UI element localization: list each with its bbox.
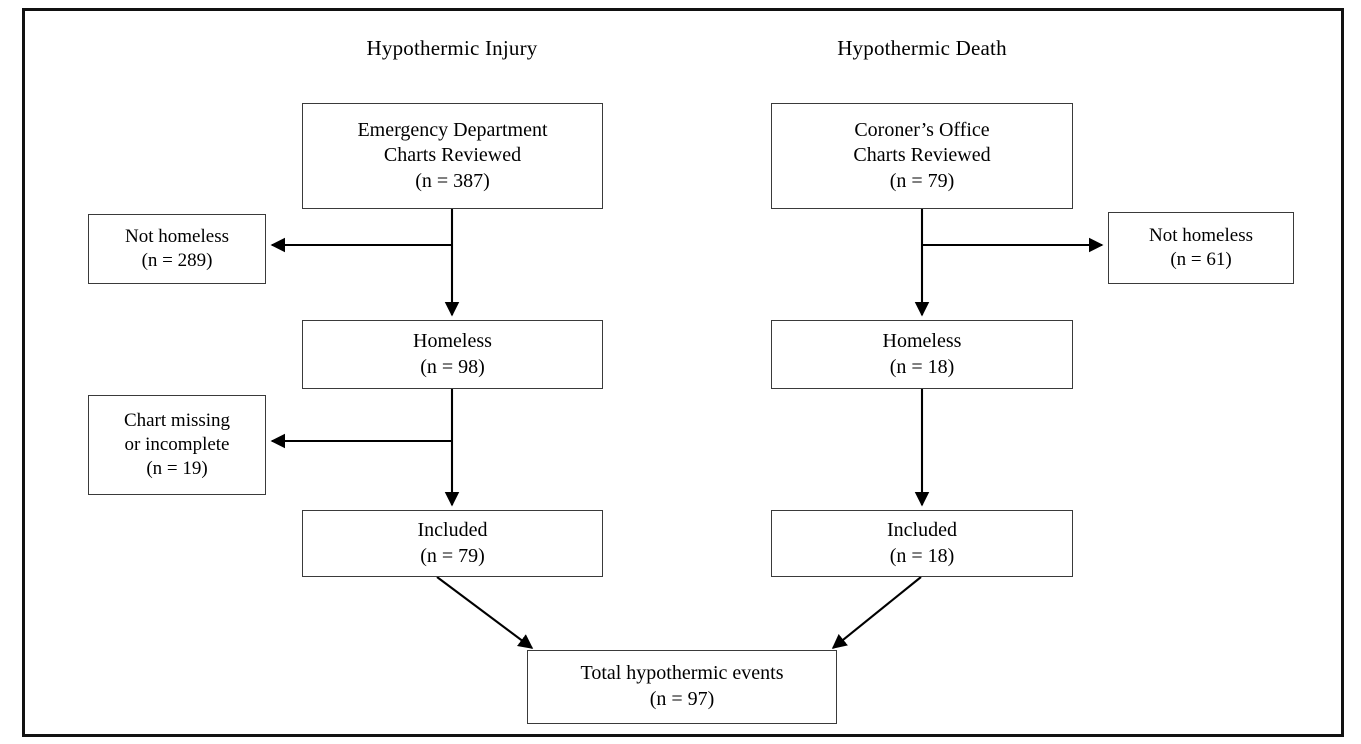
node-injury-homeless: Homeless (n = 98) [302,320,603,389]
column-title-injury: Hypothermic Injury [366,36,538,60]
node-injury-included: Included (n = 79) [302,510,603,577]
node-injury-excluded-1-count: (n = 289) [141,250,213,271]
node-total-label: Total hypothermic events [580,662,784,685]
node-injury-included-count: (n = 79) [420,544,485,567]
node-total-count: (n = 97) [649,688,715,710]
node-death-source-line1: Coroner’s Office [854,118,990,141]
connector-death-included-to-total [831,576,922,649]
node-injury-excluded-chart-missing: Chart missing or incomplete (n = 19) [88,395,266,495]
node-total-hypothermic-events: Total hypothermic events (n = 97) [527,650,837,724]
node-injury-homeless-count: (n = 98) [420,355,485,378]
node-death-included-count: (n = 18) [889,544,955,567]
node-death-included-label: Included [887,518,957,541]
node-injury-excluded-2-line1: Chart missing [123,409,231,431]
node-injury-included-label: Included [417,518,488,541]
node-injury-excluded-2-count: (n = 19) [146,458,208,480]
node-death-excluded-not-homeless: Not homeless (n = 61) [1108,212,1294,284]
node-injury-source-line2: Charts Reviewed [383,144,522,167]
node-injury-source-count: (n = 387) [415,169,490,192]
node-injury-homeless-label: Homeless [413,329,492,352]
node-injury-source-line1: Emergency Department [357,118,548,141]
node-death-source-line2: Charts Reviewed [853,144,991,167]
node-injury-excluded-1-label: Not homeless [125,225,229,247]
node-death-excluded-1-label: Not homeless [1149,224,1253,246]
node-death-source-count: (n = 79) [889,169,955,192]
node-injury-source: Emergency Department Charts Reviewed (n … [302,103,603,209]
column-title-death: Hypothermic Death [837,36,1007,60]
node-death-included: Included (n = 18) [771,510,1073,577]
node-death-source: Coroner’s Office Charts Reviewed (n = 79… [771,103,1073,209]
node-death-homeless-count: (n = 18) [889,355,955,378]
node-death-excluded-1-count: (n = 61) [1170,249,1232,270]
node-injury-excluded-not-homeless: Not homeless (n = 289) [88,214,266,284]
node-injury-excluded-2-line2: or incomplete [124,433,230,455]
node-death-homeless-label: Homeless [882,329,962,352]
connector-injury-included-to-total [436,576,534,649]
figure-outer-border [22,8,1344,737]
node-death-homeless: Homeless (n = 18) [771,320,1073,389]
